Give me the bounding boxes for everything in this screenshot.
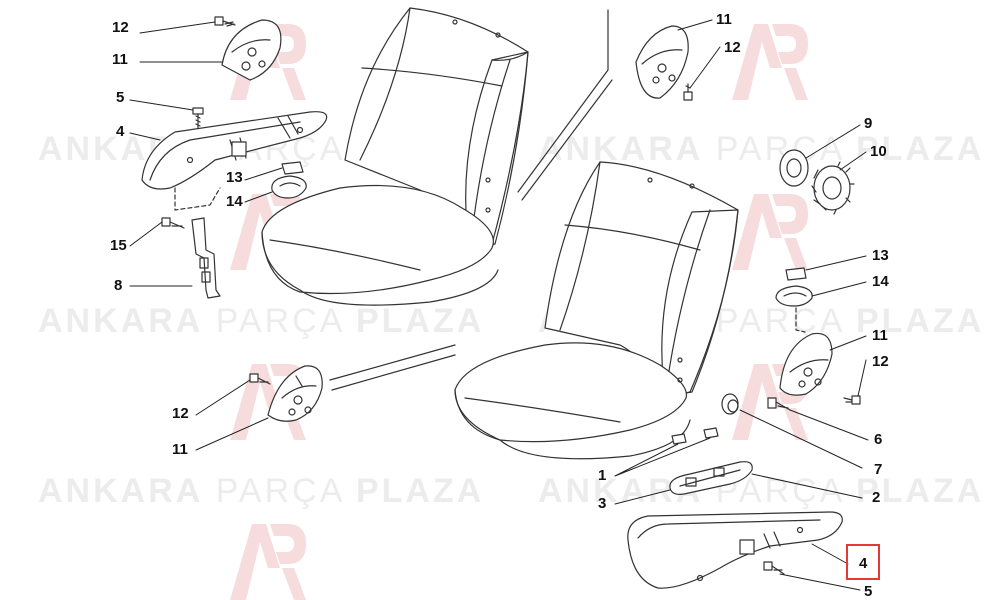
lever-2 — [669, 461, 753, 495]
callout-8: 8 — [114, 277, 123, 294]
screw-5-bottom-right — [763, 561, 785, 575]
clip-13-right — [785, 267, 807, 281]
callout-10: 10 — [870, 143, 887, 160]
screw-5-top-left — [192, 107, 204, 129]
watermark-word-plaza: PLAZA — [855, 472, 985, 510]
watermark-word-parca: PARÇA — [215, 302, 344, 340]
connector-line-left-2 — [331, 354, 456, 391]
callout-13-left: 13 — [226, 169, 243, 186]
callout-2: 2 — [872, 489, 881, 506]
nut-7 — [721, 393, 739, 415]
hinge-cover-right — [779, 332, 833, 396]
callout-5-top-left: 5 — [116, 89, 125, 106]
callout-6: 6 — [874, 431, 883, 448]
callout-11-top-left: 11 — [112, 51, 128, 68]
callout-11-bottom-left: 11 — [172, 441, 188, 458]
screw-12-bottom-left — [249, 373, 271, 385]
watermark-logo-7 — [230, 524, 306, 600]
seat-lower — [454, 161, 739, 460]
screw-12-right — [843, 395, 861, 405]
callout-14-right: 14 — [872, 273, 889, 290]
connector-line-middle — [521, 79, 613, 201]
callout-15: 15 — [110, 237, 127, 254]
clip-14-right — [775, 285, 813, 307]
watermark-word-parca: PARÇA — [715, 130, 844, 168]
watermark-word-ankara: ANKARA — [38, 302, 204, 340]
side-trim-bottom-right — [627, 511, 843, 589]
callout-9: 9 — [864, 115, 873, 132]
watermark-logo-4 — [732, 194, 808, 270]
screw-15 — [161, 217, 185, 229]
watermark-word-parca: PARÇA — [215, 472, 344, 510]
clip-13-left — [281, 161, 304, 175]
watermark-word-ankara: ANKARA — [38, 472, 204, 510]
callout-7: 7 — [874, 461, 883, 478]
side-trim-top-left — [141, 111, 328, 190]
guide-dashed-left — [174, 187, 221, 211]
hinge-cover-top-right — [635, 25, 689, 99]
callout-5-bottom-right: 5 — [864, 583, 873, 600]
screw-12-top-left — [214, 16, 236, 27]
watermark-word-plaza: PLAZA — [855, 130, 985, 168]
callout-12-top-right: 12 — [724, 39, 741, 56]
knob-10 — [811, 161, 855, 215]
hinge-cover-bottom-left — [267, 365, 323, 422]
watermark-word-plaza: PLAZA — [855, 302, 985, 340]
leader-lines — [129, 19, 869, 591]
screw-6 — [767, 397, 791, 411]
callout-4-top-left: 4 — [116, 123, 125, 140]
bracket-8 — [191, 217, 221, 299]
connector-line-left — [329, 344, 456, 381]
watermark-word-plaza: PLAZA — [355, 302, 485, 340]
knob-cap-9 — [779, 149, 809, 187]
handle-1-clips — [671, 427, 719, 445]
hinge-cover-top-left — [221, 19, 282, 81]
watermark-logo-2 — [732, 24, 808, 100]
callout-3: 3 — [598, 495, 607, 512]
seat-upper — [261, 7, 529, 306]
clip-14-left — [271, 175, 307, 199]
callout-14-left: 14 — [226, 193, 243, 210]
watermark-row-3-left: ANKARA PARÇA PLAZA — [38, 472, 484, 511]
callout-4-bottom-right: 4 — [859, 555, 868, 572]
watermark-row-2-left: ANKARA PARÇA PLAZA — [38, 302, 484, 341]
callout-1: 1 — [598, 467, 607, 484]
guide-dashed-right — [795, 307, 806, 333]
callout-11-right: 11 — [872, 327, 888, 344]
callout-11-top-right: 11 — [716, 11, 732, 28]
callout-12-bottom-left: 12 — [172, 405, 189, 422]
callout-12-right: 12 — [872, 353, 889, 370]
watermark-row-1-right: ANKARA PARÇA PLAZA — [538, 130, 984, 169]
highlight-box — [846, 544, 880, 580]
watermark-word-plaza: PLAZA — [355, 472, 485, 510]
connector-line-top — [517, 9, 609, 193]
watermark-word-ankara: ANKARA — [538, 130, 704, 168]
screw-12-top-right — [683, 83, 693, 101]
callout-12-top-left: 12 — [112, 19, 129, 36]
callout-13-right: 13 — [872, 247, 889, 264]
